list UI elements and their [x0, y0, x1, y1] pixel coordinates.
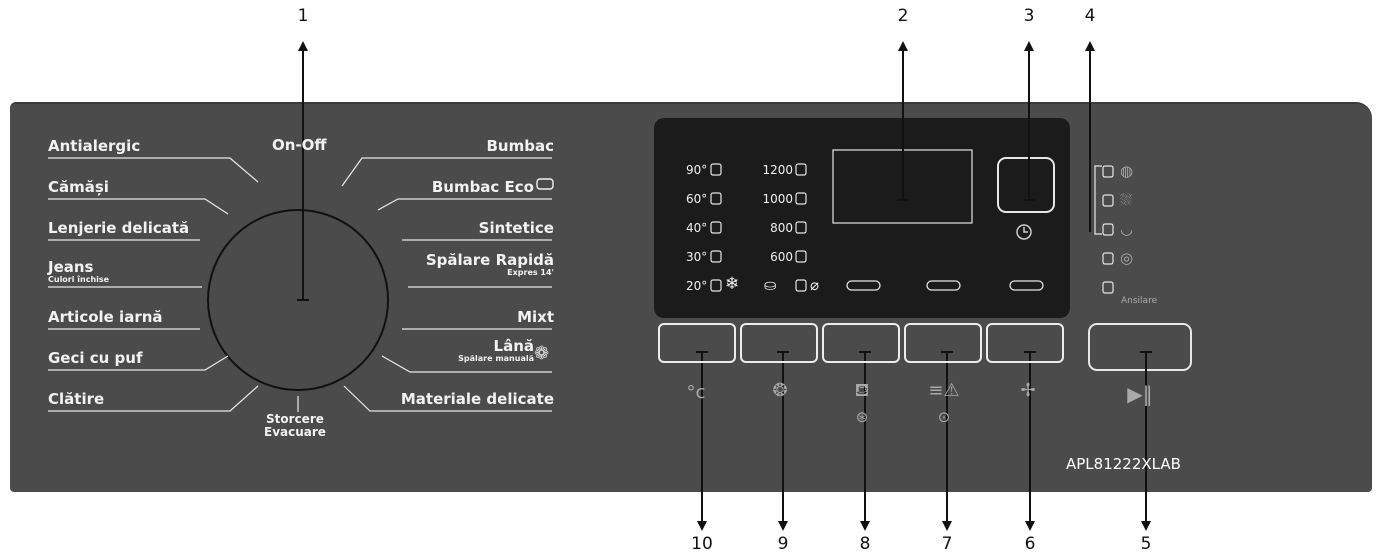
callout-9: 9 — [777, 534, 789, 554]
spin-1000: 1000 — [762, 192, 793, 206]
program-camasi[interactable]: Cămăși — [48, 178, 109, 196]
led-indicators — [710, 163, 1114, 294]
spin-800: 800 — [770, 221, 793, 235]
program-geci-cu-puf[interactable]: Geci cu puf — [48, 349, 143, 367]
delay-icon: ◎ — [1120, 249, 1134, 267]
callout-7: 7 — [941, 534, 953, 554]
indicator-pill-2 — [926, 280, 961, 291]
spin-icon: ❂ — [772, 380, 788, 401]
time-button-frame[interactable] — [997, 157, 1055, 213]
temp-90: 90° — [686, 163, 708, 177]
program-mixt[interactable]: Mixt — [517, 308, 554, 326]
temp-60: 60° — [686, 192, 708, 206]
display-area — [654, 118, 1070, 318]
program-clatire[interactable]: Clătire — [48, 390, 105, 408]
option-2-button[interactable] — [904, 323, 982, 363]
rinse-icon: ⛆ — [1120, 191, 1133, 209]
indicator-pill-1 — [846, 280, 881, 291]
dial-spin-label: Storcere — [266, 412, 324, 426]
model-number: APL81222XLAB — [1066, 455, 1181, 473]
option-ansilare-label: Ansilare — [1121, 296, 1158, 306]
temperature-icon: °c — [686, 382, 706, 403]
door-lock-icon: ⊙ — [937, 408, 951, 426]
dial-on-off-label: On-Off — [272, 136, 327, 154]
callout-8: 8 — [859, 534, 871, 554]
program-lenjerie-delicata[interactable]: Lenjerie delicată — [48, 219, 190, 237]
program-spalare-rapida[interactable]: Spălare Rapidă Expres 14' — [426, 252, 554, 277]
dial-drain-label: Evacuare — [264, 425, 326, 439]
program-jeans-label: Jeans — [48, 258, 94, 276]
program-spalare-rapida-label: Spălare Rapidă — [425, 251, 554, 269]
callout-10: 10 — [691, 534, 713, 554]
program-lana-label: Lână — [493, 337, 534, 355]
child-lock-icon: ⊛ — [855, 408, 869, 426]
callout-2: 2 — [897, 6, 909, 26]
spin-button[interactable] — [740, 323, 818, 363]
program-jeans[interactable]: Jeans Culori închise — [48, 259, 109, 284]
clock-icon — [1016, 224, 1032, 240]
indicator-pill-3 — [1009, 280, 1044, 291]
stain-icon: ⛀ — [764, 276, 777, 294]
temperature-button[interactable] — [658, 323, 736, 363]
program-spalare-rapida-sub: Expres 14' — [507, 268, 554, 277]
program-antialergic[interactable]: Antialergic — [48, 137, 141, 155]
leader-lines-right — [341, 157, 552, 412]
program-lana[interactable]: Lână Spălare manuală — [458, 338, 534, 363]
program-dial[interactable] — [207, 209, 389, 391]
program-articole-iarna[interactable]: Articole iarnă — [48, 308, 163, 326]
callout-4: 4 — [1084, 6, 1096, 26]
steam-icon: ≡⚠ — [928, 380, 960, 401]
option-3-button[interactable] — [986, 323, 1064, 363]
program-lana-sub: Spălare manuală — [458, 354, 534, 363]
program-bumbac-eco[interactable]: Bumbac Eco — [431, 178, 534, 196]
prewash-icon: ◍ — [1120, 162, 1134, 180]
dial-spin-drain-label: Storcere Evacuare — [264, 413, 326, 439]
play-pause-icon[interactable]: ▶‖ — [1127, 382, 1153, 406]
wool-icon: ❁ — [534, 343, 550, 364]
program-jeans-sub: Culori închise — [48, 275, 110, 284]
callout-5: 5 — [1140, 534, 1152, 554]
program-sintetice[interactable]: Sintetice — [478, 219, 554, 237]
start-pause-button-frame[interactable] — [1088, 323, 1192, 371]
spin-1200: 1200 — [762, 163, 793, 177]
temp-20: 20° — [686, 279, 708, 293]
eco-icon — [536, 178, 554, 190]
intensive-icon: ◡ — [1120, 220, 1134, 238]
temp-40: 40° — [686, 221, 708, 235]
leader-lines-left — [48, 157, 259, 412]
program-materiale-delicate[interactable]: Materiale delicate — [400, 390, 554, 408]
quick-icon: ✢ — [1020, 380, 1036, 401]
no-spin-icon: ⌀ — [810, 276, 820, 294]
callout-3: 3 — [1023, 6, 1035, 26]
callout-arrows — [297, 41, 1152, 531]
option-1-button[interactable] — [822, 323, 900, 363]
spin-600: 600 — [770, 250, 793, 264]
callout-6: 6 — [1024, 534, 1036, 554]
temp-30: 30° — [686, 250, 708, 264]
program-bumbac[interactable]: Bumbac — [486, 137, 555, 155]
soak-icon: ⛾ — [854, 380, 870, 401]
callout-1: 1 — [297, 6, 309, 26]
snowflake-icon: ❄ — [725, 274, 740, 294]
